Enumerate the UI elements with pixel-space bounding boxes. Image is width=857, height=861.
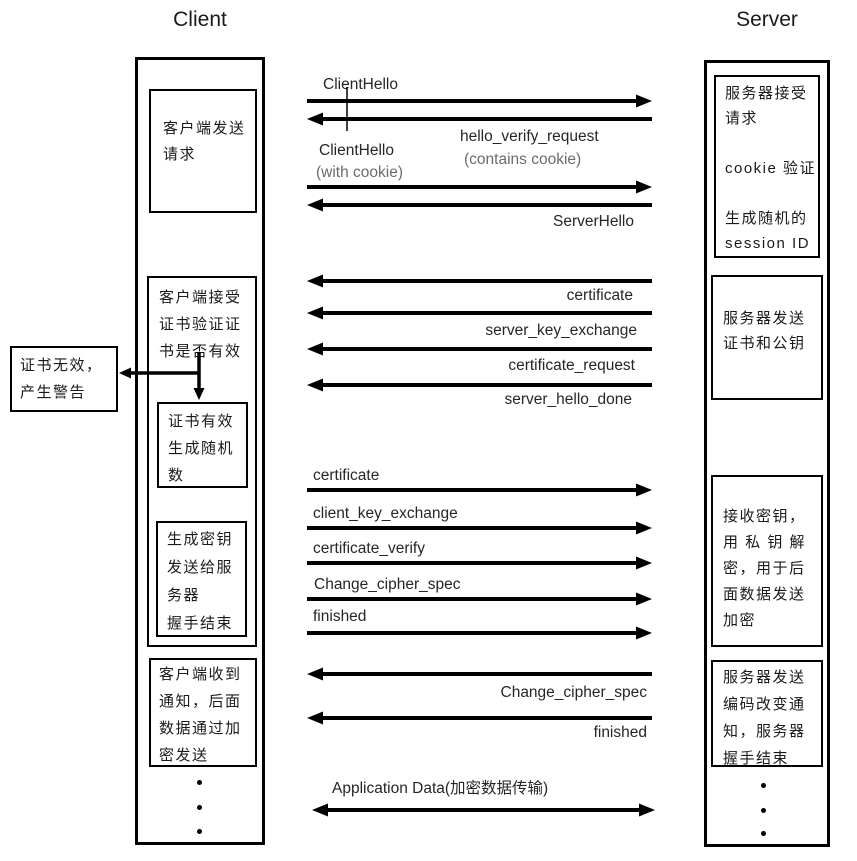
message-sublabel: (with cookie) — [316, 164, 403, 181]
message-label: certificate — [566, 287, 633, 304]
message-label: finished — [313, 608, 367, 625]
client-continuation-dot — [197, 805, 202, 810]
client-continuation-dot — [197, 829, 202, 834]
server-step-receive-key: 接收密钥， 用 私 钥 解 密，用于后 面数据发送 加密 — [711, 475, 823, 647]
message-label: certificate — [313, 467, 380, 484]
message-arrow — [307, 342, 652, 356]
client-step-send-request: 客户端发送 请求 — [149, 89, 257, 213]
message-label: client_key_exchange — [313, 505, 458, 522]
message-arrow — [307, 592, 652, 606]
message-arrow — [307, 378, 652, 392]
message-arrow — [307, 112, 652, 126]
message-arrow — [307, 521, 652, 535]
server-step-send-certificate: 服务器发送 证书和公钥 — [711, 275, 823, 400]
client-step-generate-key: 生成密钥 发送给服 务器 握手结束 — [156, 521, 247, 637]
message-arrow — [307, 198, 652, 212]
client-continuation-dot — [197, 780, 202, 785]
message-label: Change_cipher_spec — [500, 684, 648, 701]
client-title: Client — [173, 8, 227, 31]
server-title: Server — [736, 8, 798, 31]
client-step-cert-valid: 证书有效 生成随机 数 — [157, 402, 248, 488]
server-continuation-dot — [761, 783, 766, 788]
server-step-accept-request: 服务器接受 请求 cookie 验证 生成随机的 session ID — [714, 75, 820, 258]
message-arrow — [307, 94, 652, 108]
message-arrow — [307, 711, 652, 725]
message-label: certificate_request — [508, 357, 635, 374]
message-label: ClientHello — [319, 142, 394, 159]
message-label: server_key_exchange — [485, 322, 637, 339]
message-label: hello_verify_request — [460, 128, 599, 145]
message-arrow — [312, 803, 655, 817]
message-arrow — [307, 483, 652, 497]
message-label: Application Data(加密数据传输) — [332, 780, 549, 797]
message-label: server_hello_done — [504, 391, 632, 408]
message-label: Change_cipher_spec — [314, 576, 461, 593]
server-step-cipher-change: 服务器发送 编码改变通 知，服务器 握手结束 — [711, 660, 823, 767]
server-continuation-dot — [761, 808, 766, 813]
message-label: certificate_verify — [313, 540, 425, 557]
message-arrow — [307, 306, 652, 320]
cert-invalid-warning-box: 证书无效， 产生警告 — [10, 346, 118, 412]
message-arrow — [307, 556, 652, 570]
message-arrow — [307, 274, 652, 288]
message-arrow — [307, 626, 652, 640]
message-arrow — [307, 667, 652, 681]
message-label: ServerHello — [553, 213, 634, 230]
server-continuation-dot — [761, 831, 766, 836]
message-label: ClientHello — [323, 76, 398, 93]
message-label: finished — [593, 724, 647, 741]
client-step-notified: 客户端收到 通知，后面 数据通过加 密发送 — [149, 658, 257, 767]
message-sublabel: (contains cookie) — [464, 151, 582, 168]
message-arrow — [307, 180, 652, 194]
